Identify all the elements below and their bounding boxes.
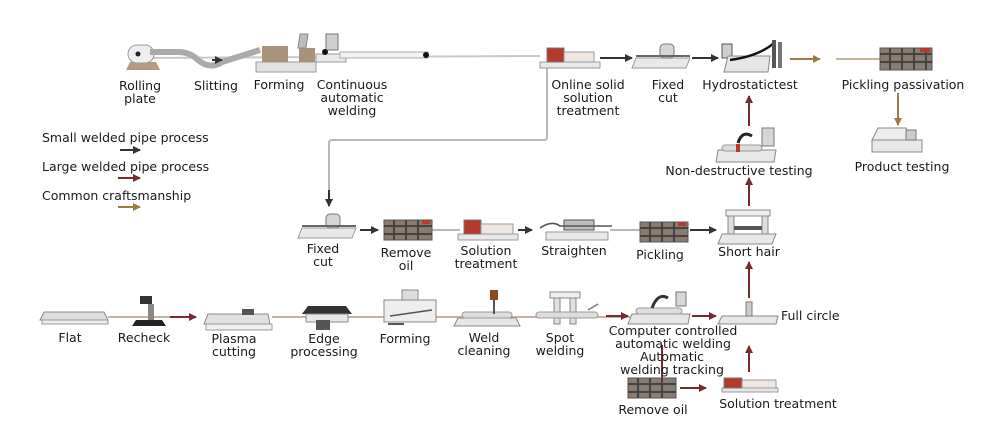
slitting-strip-icon: [150, 47, 261, 69]
label-forming-bottom: Forming: [379, 331, 431, 346]
label-slitting: Slitting: [193, 78, 238, 93]
spot-welding-machine-icon: [535, 291, 599, 325]
legend-label-large: Large welded pipe process: [42, 159, 210, 174]
label-automatic-welding-tracking: Automatic welding tracking: [620, 349, 724, 377]
pickling-tank-icon: [639, 221, 689, 243]
label-fixed-cut-top: Fixed cut: [651, 77, 685, 105]
edge-processing-machine-icon: [302, 306, 352, 330]
product-testing-machine-icon: [871, 127, 923, 153]
forming-bottom-machine-icon: [383, 289, 437, 325]
short-hair-machine-icon: [717, 209, 777, 245]
legend-label-common: Common craftsmanship: [42, 188, 192, 203]
label-edge-processing: Edge processing: [290, 331, 358, 359]
recheck-machine-icon: [132, 296, 166, 326]
label-straighten: Straighten: [541, 243, 607, 258]
remove-oil-bottom-tank-icon: [627, 377, 677, 399]
label-continuous-welding: Continuous automatic welding: [316, 77, 388, 118]
remove-oil-tank-icon: [383, 219, 433, 241]
label-flat: Flat: [58, 330, 82, 345]
label-online-solid-solution: Online solid solution treatment: [551, 77, 625, 118]
fixed-cut-top-machine-icon: [631, 43, 691, 69]
connector-to-mid-row: [328, 68, 548, 205]
rolling-plate-machine-icon: [126, 44, 160, 70]
pickling-passivation-tank-icon: [879, 47, 933, 71]
forming-machine-icon: [255, 33, 317, 73]
solution-treatment-bottom-machine-icon: [721, 377, 779, 393]
label-remove-oil-bottom: Remove oil: [618, 402, 688, 417]
computer-welding-machine-icon: [627, 291, 691, 325]
label-short-hair: Short hair: [718, 244, 780, 259]
label-forming-top: Forming: [253, 77, 305, 92]
fixed-cut-mid-machine-icon: [297, 213, 357, 239]
label-pickling-passivation: Pickling passivation: [841, 77, 965, 92]
continuous-welding-machine-icon: [315, 33, 429, 63]
ndt-machine-icon: [715, 127, 777, 163]
label-fixed-cut-mid: Fixed cut: [306, 241, 340, 269]
label-product-testing: Product testing: [854, 159, 950, 174]
plasma-cutting-machine-icon: [203, 309, 273, 331]
label-spot-welding: Spot welding: [535, 330, 585, 358]
label-solution-treatment-bottom: Solution treatment: [719, 396, 837, 411]
label-full-circle: Full circle: [781, 308, 840, 323]
legend-label-small: Small welded pipe process: [42, 130, 209, 145]
label-plasma-cutting: Plasma cutting: [211, 331, 257, 359]
label-rolling-plate: Rolling plate: [118, 78, 162, 106]
flat-plate-icon: [39, 311, 109, 325]
straighten-machine-icon: [539, 219, 612, 241]
online-solution-machine-icon: [539, 47, 601, 69]
label-recheck: Recheck: [117, 330, 171, 345]
weld-cleaning-machine-icon: [453, 290, 521, 327]
label-solution-treatment-mid: Solution treatment: [454, 243, 518, 271]
hydrostatic-test-machine-icon: [721, 40, 782, 73]
label-non-destructive-testing: Non-destructive testing: [665, 163, 813, 178]
label-weld-cleaning: Weld cleaning: [457, 330, 511, 358]
label-remove-oil-mid: Remove oil: [380, 245, 432, 273]
label-pickling: Pickling: [636, 247, 684, 262]
solution-treatment-mid-machine-icon: [457, 219, 519, 241]
label-computer-controlled-welding: Computer controlled automatic welding: [608, 323, 738, 351]
label-hydrostatic-test: Hydrostatictest: [702, 77, 798, 92]
full-circle-machine-icon: [717, 301, 779, 325]
